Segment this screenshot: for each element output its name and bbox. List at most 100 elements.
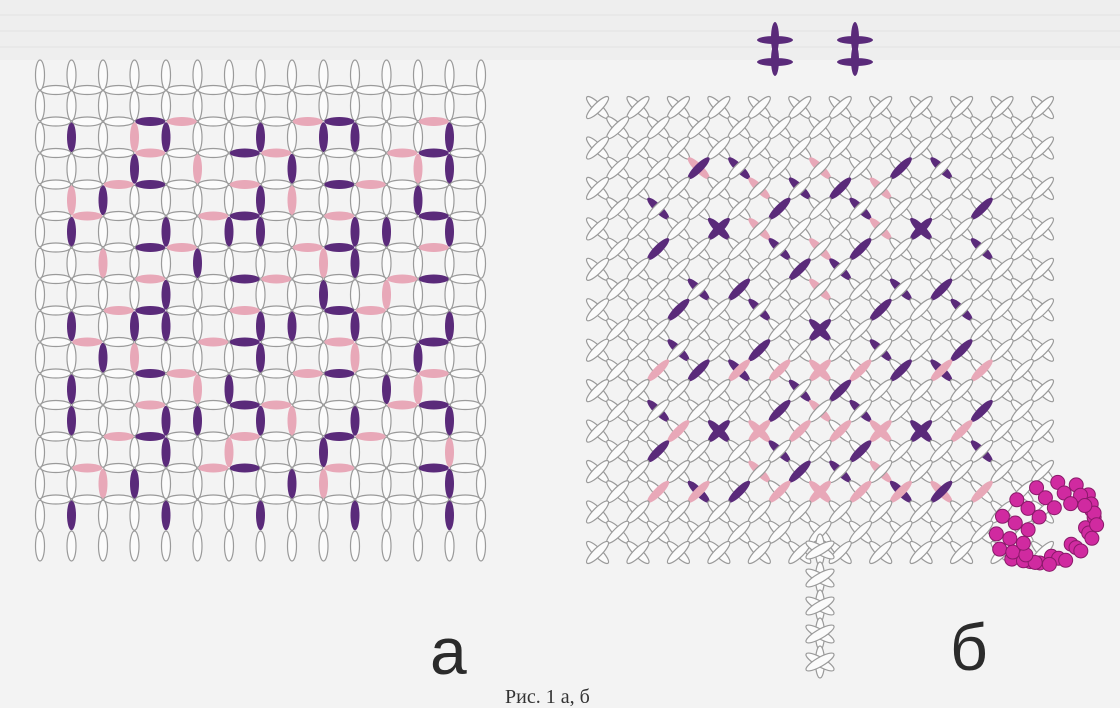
bead bbox=[445, 60, 454, 90]
bead bbox=[167, 306, 197, 315]
bead bbox=[256, 406, 265, 436]
bead bbox=[419, 275, 449, 284]
bead bbox=[104, 180, 134, 189]
bead bbox=[41, 212, 71, 221]
bead bbox=[356, 338, 386, 347]
bead bbox=[135, 369, 165, 378]
bead bbox=[445, 406, 454, 436]
bead bbox=[382, 185, 391, 215]
bead bbox=[130, 154, 139, 184]
bead bbox=[261, 86, 291, 95]
bead bbox=[67, 154, 76, 184]
bead bbox=[414, 311, 423, 341]
bead bbox=[324, 369, 354, 378]
bead bbox=[445, 217, 454, 247]
bead bbox=[445, 531, 454, 561]
bead bbox=[450, 212, 480, 221]
bead bbox=[198, 401, 228, 410]
bead bbox=[198, 243, 228, 252]
bead bbox=[162, 60, 171, 90]
bead bbox=[382, 280, 391, 310]
panel-a-square-weave bbox=[36, 60, 486, 561]
bead bbox=[319, 469, 328, 499]
bead bbox=[261, 117, 291, 126]
bead bbox=[414, 374, 423, 404]
bead bbox=[319, 185, 328, 215]
bead bbox=[135, 432, 165, 441]
bead bbox=[387, 212, 417, 221]
bead bbox=[351, 91, 360, 121]
bead bbox=[130, 437, 139, 467]
bead bbox=[225, 154, 234, 184]
bead bbox=[319, 374, 328, 404]
bead bbox=[135, 495, 165, 504]
bead bbox=[193, 406, 202, 436]
bead bbox=[225, 437, 234, 467]
bead bbox=[293, 369, 323, 378]
bead bbox=[445, 248, 454, 278]
bead bbox=[225, 374, 234, 404]
bead bbox=[230, 243, 260, 252]
bead bbox=[67, 374, 76, 404]
bead bbox=[261, 495, 291, 504]
round-bead bbox=[989, 527, 1003, 541]
bead bbox=[167, 86, 197, 95]
bead bbox=[72, 275, 102, 284]
bead bbox=[99, 531, 108, 561]
bead bbox=[230, 369, 260, 378]
bead bbox=[356, 495, 386, 504]
bead bbox=[36, 122, 45, 152]
bead bbox=[135, 117, 165, 126]
bead bbox=[67, 311, 76, 341]
bead bbox=[382, 469, 391, 499]
bead bbox=[193, 185, 202, 215]
bead bbox=[419, 306, 449, 315]
bead bbox=[293, 401, 323, 410]
bead bbox=[382, 91, 391, 121]
bead bbox=[72, 401, 102, 410]
round-bead bbox=[993, 542, 1007, 556]
bead bbox=[162, 437, 171, 467]
bead bbox=[193, 248, 202, 278]
bead bbox=[162, 311, 171, 341]
bead bbox=[72, 432, 102, 441]
bead bbox=[351, 500, 360, 530]
bead bbox=[414, 406, 423, 436]
bead bbox=[256, 217, 265, 247]
bead bbox=[319, 122, 328, 152]
bead bbox=[419, 180, 449, 189]
bead bbox=[67, 60, 76, 90]
bead bbox=[319, 437, 328, 467]
bead bbox=[67, 91, 76, 121]
bead bbox=[293, 464, 323, 473]
bead bbox=[293, 306, 323, 315]
round-bead bbox=[1085, 531, 1099, 545]
bead bbox=[351, 60, 360, 90]
bead bbox=[351, 122, 360, 152]
bead bbox=[225, 280, 234, 310]
bead bbox=[445, 343, 454, 373]
bead bbox=[477, 437, 486, 467]
bead bbox=[225, 217, 234, 247]
bead bbox=[225, 500, 234, 530]
bead bbox=[130, 217, 139, 247]
bead bbox=[324, 149, 354, 158]
bead bbox=[162, 531, 171, 561]
bead bbox=[198, 495, 228, 504]
bead bbox=[99, 343, 108, 373]
bead bbox=[36, 406, 45, 436]
bead bbox=[256, 311, 265, 341]
bead bbox=[193, 343, 202, 373]
bead bbox=[387, 338, 417, 347]
bead bbox=[135, 212, 165, 221]
bead bbox=[414, 280, 423, 310]
bead bbox=[198, 117, 228, 126]
bead bbox=[256, 500, 265, 530]
bead bbox=[167, 180, 197, 189]
bead bbox=[41, 401, 71, 410]
bead bbox=[293, 338, 323, 347]
bead bbox=[256, 248, 265, 278]
bead bbox=[36, 217, 45, 247]
bead bbox=[72, 149, 102, 158]
